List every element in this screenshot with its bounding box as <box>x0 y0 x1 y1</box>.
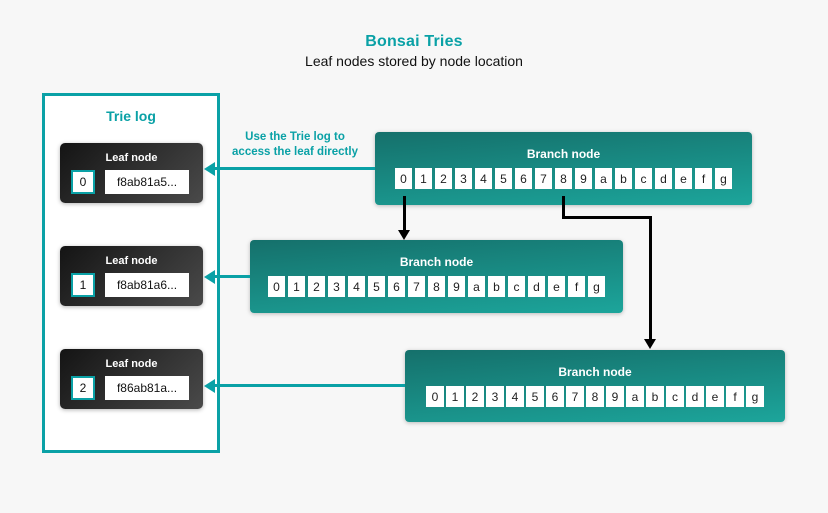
branch-cell: g <box>746 386 764 407</box>
access-arrowhead-left-icon-0 <box>204 161 215 176</box>
branch-cell: b <box>646 386 664 407</box>
access-arrow-line-0 <box>214 167 375 170</box>
branch-cell: 8 <box>427 276 446 297</box>
branch-node-label: Branch node <box>558 365 632 379</box>
branch-cell: 1 <box>287 276 306 297</box>
branch-cell: 5 <box>367 276 386 297</box>
branch-cell: 9 <box>447 276 466 297</box>
access-arrowhead-left-icon-1 <box>204 269 215 284</box>
access-arrowhead-left-icon-2 <box>204 378 215 393</box>
branch-cell: 5 <box>526 386 544 407</box>
branch-link-line-1a <box>562 196 565 218</box>
branch-cell: 7 <box>407 276 426 297</box>
branch-cell: 9 <box>574 168 593 189</box>
branch-cell: c <box>507 276 526 297</box>
page-title: Bonsai Tries <box>365 33 463 50</box>
branch-cell: g <box>714 168 733 189</box>
leaf-index-box: 0 <box>71 170 95 194</box>
branch-cell: 2 <box>434 168 453 189</box>
branch-cell: 0 <box>267 276 286 297</box>
branch-cell: 4 <box>474 168 493 189</box>
page-subtitle: Leaf nodes stored by node location <box>305 53 523 69</box>
branch-cell: d <box>527 276 546 297</box>
leaf-value-box: f8ab81a5... <box>105 170 189 194</box>
leaf-node-label: Leaf node <box>105 152 158 164</box>
branch-cell: b <box>487 276 506 297</box>
annotation-line-2: access the leaf directly <box>232 146 358 158</box>
leaf-node-card-2: Leaf node 2 f86ab81a... <box>60 349 203 409</box>
branch-cell: 7 <box>566 386 584 407</box>
branch-cell: g <box>587 276 606 297</box>
branch-node-label: Branch node <box>526 147 601 161</box>
branch-cell: 2 <box>307 276 326 297</box>
branch-cell: e <box>547 276 566 297</box>
branch-cell: 8 <box>554 168 573 189</box>
branch-cell: f <box>567 276 586 297</box>
access-arrow-line-1 <box>214 275 250 278</box>
branch-cell: a <box>594 168 613 189</box>
branch-cell: a <box>467 276 486 297</box>
branch-cell: 9 <box>606 386 624 407</box>
branch-cell: 6 <box>514 168 533 189</box>
branch-cell: c <box>666 386 684 407</box>
annotation-line-1: Use the Trie log to <box>245 131 345 143</box>
leaf-value-box: f8ab81a6... <box>105 273 189 297</box>
leaf-value-box: f86ab81a... <box>105 376 189 400</box>
leaf-node-label: Leaf node <box>105 255 158 267</box>
branch-cell: 0 <box>426 386 444 407</box>
leaf-index-box: 2 <box>71 376 95 400</box>
branch-cell: e <box>674 168 693 189</box>
branch-cell: 2 <box>466 386 484 407</box>
branch-cell: 3 <box>327 276 346 297</box>
branch-cell: c <box>634 168 653 189</box>
branch-cell: 8 <box>586 386 604 407</box>
branch-cell: 4 <box>506 386 524 407</box>
leaf-node-card-0: Leaf node 0 f8ab81a5... <box>60 143 203 203</box>
leaf-node-card-1: Leaf node 1 f8ab81a6... <box>60 246 203 306</box>
annotation-text: Use the Trie log to access the leaf dire… <box>225 130 365 160</box>
branch-link-line-1b <box>562 216 651 219</box>
trie-log-title: Trie log <box>106 108 156 124</box>
branch-cell: 6 <box>387 276 406 297</box>
leaf-node-row: 2 f86ab81a... <box>60 376 203 400</box>
branch-link-arrowhead-down-icon-0 <box>398 230 410 240</box>
branch-cell: e <box>706 386 724 407</box>
branch-cell: 1 <box>414 168 433 189</box>
leaf-index-box: 1 <box>71 273 95 297</box>
branch-cell: b <box>614 168 633 189</box>
leaf-node-row: 1 f8ab81a6... <box>60 273 203 297</box>
branch-cell: 4 <box>347 276 366 297</box>
branch-cell: f <box>694 168 713 189</box>
branch-link-arrowhead-down-icon-1 <box>644 339 656 349</box>
access-arrow-line-2 <box>214 384 405 387</box>
branch-cell: d <box>686 386 704 407</box>
branch-cell: 6 <box>546 386 564 407</box>
branch-cell: 1 <box>446 386 464 407</box>
branch-cell: a <box>626 386 644 407</box>
branch-cell: 0 <box>394 168 413 189</box>
branch-cell: f <box>726 386 744 407</box>
leaf-node-label: Leaf node <box>105 358 158 370</box>
branch-cell: 5 <box>494 168 513 189</box>
leaf-node-row: 0 f8ab81a5... <box>60 170 203 194</box>
branch-cell: 3 <box>454 168 473 189</box>
branch-node-label: Branch node <box>399 255 474 269</box>
branch-link-line-0 <box>403 196 406 232</box>
branch-cell: 7 <box>534 168 553 189</box>
branch-cell: 3 <box>486 386 504 407</box>
branch-link-line-1c <box>649 216 652 341</box>
branch-cell: d <box>654 168 673 189</box>
